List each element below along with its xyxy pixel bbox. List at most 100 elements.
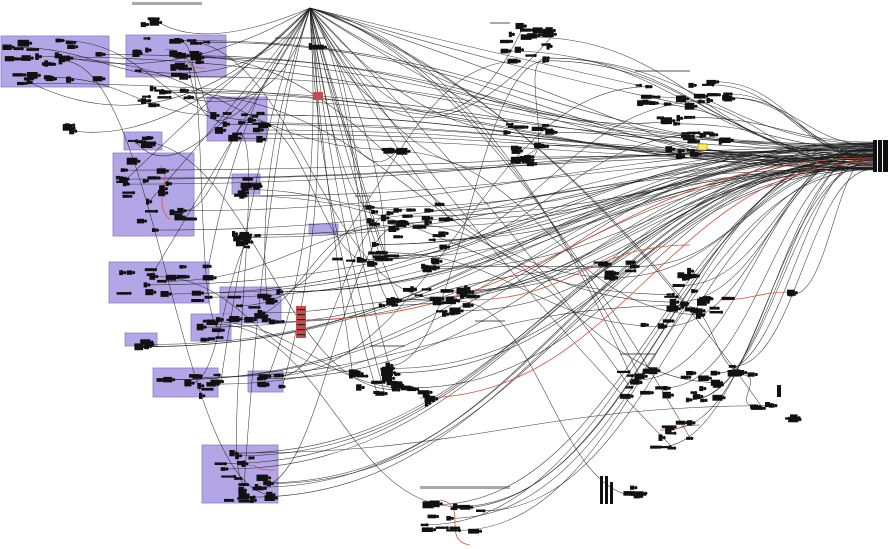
output-port[interactable] bbox=[145, 179, 149, 183]
component-node[interactable] bbox=[41, 62, 51, 66]
output-port[interactable] bbox=[425, 523, 429, 527]
component-node[interactable] bbox=[699, 132, 704, 139]
output-port[interactable] bbox=[672, 147, 676, 151]
component-node[interactable] bbox=[507, 58, 518, 64]
component-node[interactable] bbox=[176, 274, 187, 279]
output-port[interactable] bbox=[425, 264, 429, 268]
output-port[interactable] bbox=[72, 123, 76, 127]
component-node[interactable] bbox=[698, 375, 709, 382]
component-node[interactable] bbox=[449, 307, 461, 315]
output-port[interactable] bbox=[168, 95, 172, 99]
component-node[interactable] bbox=[257, 381, 267, 387]
output-port[interactable] bbox=[149, 344, 153, 348]
component-node[interactable] bbox=[145, 210, 155, 213]
output-port[interactable] bbox=[553, 32, 557, 36]
output-port[interactable] bbox=[135, 139, 139, 143]
output-port[interactable] bbox=[208, 264, 212, 268]
component-node[interactable] bbox=[4, 56, 14, 62]
component-node[interactable] bbox=[438, 217, 451, 222]
output-port[interactable] bbox=[217, 373, 221, 377]
output-port[interactable] bbox=[168, 182, 173, 186]
output-port[interactable] bbox=[721, 140, 725, 144]
output-port[interactable] bbox=[352, 259, 356, 263]
component-node[interactable] bbox=[378, 303, 383, 308]
output-port[interactable] bbox=[266, 382, 270, 386]
output-port[interactable] bbox=[176, 276, 180, 280]
output-port[interactable] bbox=[392, 371, 397, 375]
output-port[interactable] bbox=[384, 251, 388, 255]
output-port[interactable] bbox=[376, 222, 380, 226]
output-port[interactable] bbox=[151, 342, 155, 346]
component-node[interactable] bbox=[189, 374, 200, 378]
output-port[interactable] bbox=[339, 257, 343, 261]
output-port[interactable] bbox=[546, 56, 550, 60]
component-node[interactable] bbox=[122, 191, 132, 194]
output-port[interactable] bbox=[390, 211, 394, 215]
component-node[interactable] bbox=[140, 339, 151, 346]
output-port[interactable] bbox=[671, 292, 675, 297]
component-node[interactable] bbox=[264, 495, 275, 501]
component-node[interactable] bbox=[252, 127, 261, 133]
output-port[interactable] bbox=[754, 372, 758, 377]
component-node[interactable] bbox=[356, 384, 362, 391]
output-port[interactable] bbox=[692, 115, 696, 119]
component-node[interactable] bbox=[21, 55, 31, 61]
component-node[interactable] bbox=[526, 161, 535, 167]
output-port[interactable] bbox=[139, 51, 143, 56]
output-port[interactable] bbox=[396, 227, 400, 231]
component-node[interactable] bbox=[635, 492, 645, 495]
output-port[interactable] bbox=[531, 28, 535, 32]
component-node[interactable] bbox=[641, 94, 652, 99]
component-node[interactable] bbox=[388, 226, 397, 232]
component-node[interactable] bbox=[617, 370, 628, 373]
component-node[interactable] bbox=[446, 529, 458, 532]
component-node[interactable] bbox=[403, 287, 414, 292]
output-port[interactable] bbox=[534, 162, 538, 166]
component-node[interactable] bbox=[686, 149, 692, 152]
output-port[interactable] bbox=[428, 401, 432, 405]
component-node[interactable] bbox=[236, 304, 240, 308]
component-node[interactable] bbox=[352, 370, 361, 377]
output-port[interactable] bbox=[694, 104, 698, 108]
component-node[interactable] bbox=[690, 151, 699, 157]
component-node[interactable] bbox=[400, 385, 411, 391]
component-node[interactable] bbox=[421, 263, 426, 269]
component-node[interactable] bbox=[691, 289, 695, 294]
output-port[interactable] bbox=[395, 220, 399, 224]
component-node[interactable] bbox=[144, 268, 154, 272]
component-node[interactable] bbox=[156, 168, 166, 174]
component-node[interactable] bbox=[684, 115, 693, 119]
component-node[interactable] bbox=[514, 46, 521, 53]
output-port[interactable] bbox=[132, 271, 136, 275]
component-node[interactable] bbox=[673, 121, 678, 126]
component-node[interactable] bbox=[120, 168, 125, 172]
output-port[interactable] bbox=[61, 38, 65, 43]
output-port[interactable] bbox=[794, 291, 798, 295]
output-port[interactable] bbox=[157, 176, 161, 180]
output-port[interactable] bbox=[554, 130, 558, 134]
component-node[interactable] bbox=[144, 343, 150, 350]
component-node[interactable] bbox=[466, 294, 477, 299]
component-node[interactable] bbox=[211, 328, 222, 333]
output-port[interactable] bbox=[696, 139, 701, 144]
component-node[interactable] bbox=[242, 177, 251, 181]
component-node[interactable] bbox=[256, 135, 263, 143]
component-node[interactable] bbox=[697, 298, 707, 306]
component-node[interactable] bbox=[386, 298, 396, 305]
component-node[interactable] bbox=[251, 114, 256, 118]
component-node[interactable] bbox=[387, 149, 397, 153]
output-port[interactable] bbox=[216, 113, 220, 118]
component-node[interactable] bbox=[699, 386, 704, 392]
output-port[interactable] bbox=[671, 427, 675, 431]
component-node[interactable] bbox=[184, 379, 192, 387]
component-node[interactable] bbox=[241, 113, 245, 117]
component-node[interactable] bbox=[451, 300, 457, 302]
component-node[interactable] bbox=[787, 289, 795, 296]
component-node[interactable] bbox=[386, 380, 397, 386]
output-port[interactable] bbox=[145, 22, 150, 27]
component-node[interactable] bbox=[690, 391, 695, 394]
component-node[interactable] bbox=[721, 296, 732, 300]
output-port[interactable] bbox=[694, 391, 698, 395]
output-port[interactable] bbox=[215, 320, 219, 324]
component-node[interactable] bbox=[445, 296, 455, 303]
